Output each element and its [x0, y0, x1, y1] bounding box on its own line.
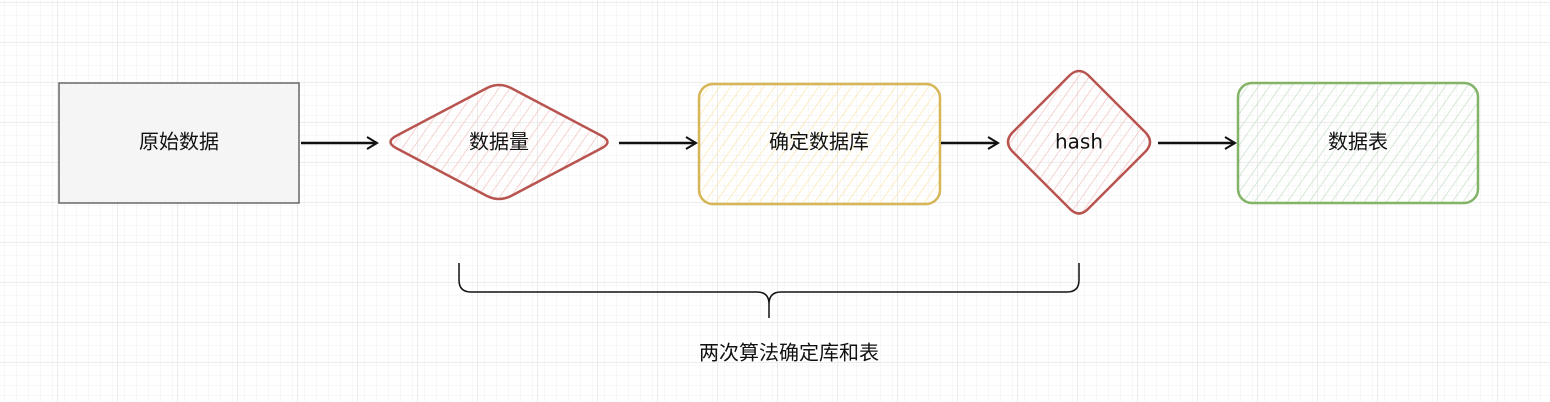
node-data-volume-label: 数据量	[469, 130, 529, 154]
node-raw-data-label: 原始数据	[139, 130, 219, 154]
node-data-volume[interactable]: 数据量	[389, 83, 609, 201]
node-determine-db-label: 确定数据库	[769, 130, 869, 154]
node-hash[interactable]: hash	[1006, 69, 1152, 215]
node-determine-db[interactable]: 确定数据库	[697, 82, 942, 206]
node-data-table[interactable]: 数据表	[1236, 81, 1480, 205]
node-hash-label: hash	[1055, 130, 1103, 154]
annotation-label: 两次算法确定库和表	[699, 341, 879, 365]
node-raw-data[interactable]: 原始数据	[58, 82, 300, 204]
node-data-table-label: 数据表	[1328, 130, 1388, 154]
curly-brace[interactable]	[458, 263, 1080, 318]
